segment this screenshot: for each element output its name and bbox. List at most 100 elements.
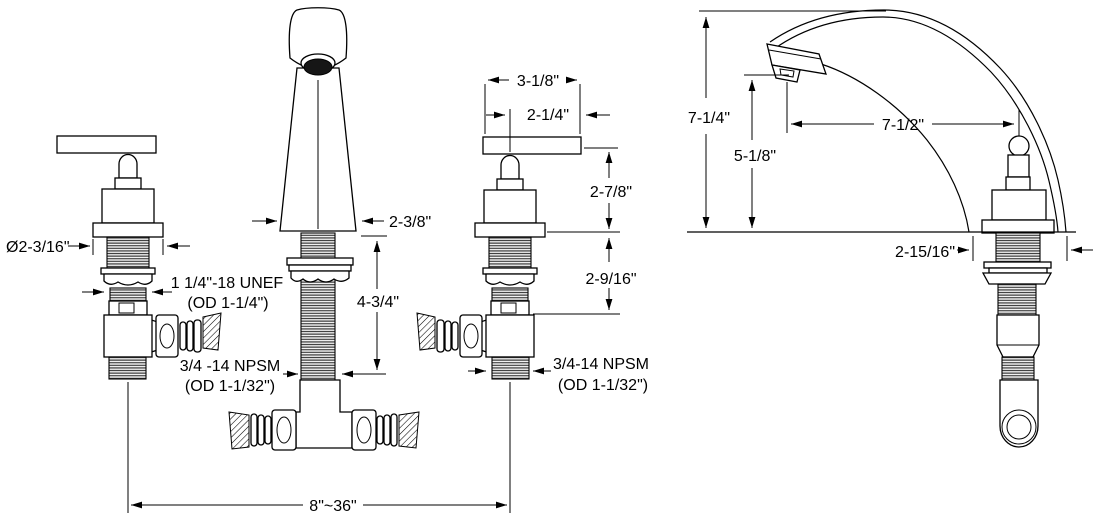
left-hose-coupling xyxy=(155,314,179,358)
front-view: Ø2-3/16" 1 1/4"-18 UNEF (OD 1-1/4") 2-3/… xyxy=(6,7,649,515)
left-hose-rib xyxy=(186,320,194,352)
spout-front-assembly xyxy=(228,7,420,451)
tee-right-break xyxy=(398,411,420,449)
right-hose-rib xyxy=(436,319,445,353)
right-handle-flare xyxy=(496,178,524,191)
side-outlet-thread xyxy=(1001,356,1035,381)
spout-tip-outlet xyxy=(779,68,795,78)
side-locknut xyxy=(981,272,1053,285)
dim-center-supply-thread: 3/4 -14 NPSM xyxy=(180,358,280,375)
side-shank-thread-lower xyxy=(997,283,1037,316)
dim-overall-height: 7-1/4" xyxy=(688,110,730,127)
side-washer xyxy=(983,261,1052,269)
left-handle-flange xyxy=(92,222,164,238)
side-shank-thread xyxy=(995,232,1041,263)
right-shank-thread-lower xyxy=(491,287,529,302)
dim-right-supply-thread-od: (OD 1-1/32") xyxy=(558,377,648,394)
left-locknut xyxy=(103,273,153,286)
dim-handle-width: 3-1/8" xyxy=(517,73,559,90)
left-valve-square-hole xyxy=(118,302,135,314)
spout-locknut xyxy=(290,270,350,283)
dim-handle-height: 2-7/8" xyxy=(590,184,632,201)
dim-shank-thread-od: (OD 1-1/4") xyxy=(187,295,268,312)
dim-centers-range: 8"~36" xyxy=(309,498,356,515)
left-hose-coupling-face xyxy=(159,323,175,349)
tee-left-break xyxy=(228,411,250,450)
tee-left-rib xyxy=(264,415,272,445)
dim-outlet-height: 5-1/8" xyxy=(734,148,776,165)
spout-washer-plate xyxy=(288,264,352,272)
elbow-port-inner xyxy=(1006,414,1032,440)
dim-reach: 7-1/2" xyxy=(882,117,924,134)
supply-tee xyxy=(295,379,353,449)
side-handle-flange xyxy=(981,219,1055,234)
dim-lever-length: 2-1/4" xyxy=(527,107,569,124)
right-valve-square-hole xyxy=(500,302,517,314)
right-locknut xyxy=(485,273,535,286)
dim-flange-diameter: Ø2-3/16" xyxy=(6,239,70,256)
spout-head-chamfer xyxy=(768,49,822,60)
spout-inner-curve xyxy=(820,63,970,233)
left-shank-thread xyxy=(106,236,150,269)
side-handle-flare xyxy=(1005,176,1031,191)
dim-shank-thread: 1 1/4"-18 UNEF xyxy=(171,275,284,292)
right-handle-flange xyxy=(474,222,546,238)
left-supply-thread xyxy=(108,356,147,380)
side-view-dimensions: 7-1/4" 5-1/8" 7-1/2" 2-15/16" xyxy=(688,10,1093,261)
dim-spout-shank-length: 4-3/4" xyxy=(357,294,399,311)
tee-right-rib xyxy=(390,413,398,447)
right-hose-break xyxy=(416,312,436,351)
dim-center-supply-thread-od: (OD 1-1/32") xyxy=(185,378,275,395)
tee-left-coupling xyxy=(271,409,297,451)
side-under-deck xyxy=(981,232,1053,448)
right-handle-bar xyxy=(482,136,582,155)
spout-shank-thread xyxy=(300,232,336,381)
right-supply-thread xyxy=(491,356,530,380)
left-valve-body xyxy=(103,314,153,358)
side-handle-bonnet xyxy=(991,189,1047,221)
right-hose-coupling-face xyxy=(463,323,479,349)
tee-left-rib xyxy=(257,414,265,446)
side-handle-knob xyxy=(1008,135,1030,157)
dim-spout-base-width: 2-3/8" xyxy=(389,214,431,231)
elbow-port-outer xyxy=(1001,409,1037,445)
tee-right-rib xyxy=(376,415,384,445)
tee-left-rib xyxy=(250,413,258,447)
side-supply-elbow xyxy=(999,379,1039,448)
right-hose-coupling xyxy=(459,314,483,358)
side-view: 7-1/4" 5-1/8" 7-1/2" 2-15/16" xyxy=(687,9,1093,448)
spout-side-tip xyxy=(771,64,801,83)
dim-shank-depth: 2-9/16" xyxy=(585,271,636,288)
right-hose-rib xyxy=(444,320,452,352)
left-handle-flare xyxy=(114,177,142,190)
right-handle-bonnet xyxy=(483,189,537,224)
dim-right-supply-thread: 3/4-14 NPSM xyxy=(553,356,649,373)
right-handle-assembly xyxy=(416,136,582,513)
left-hose-break xyxy=(202,312,222,351)
right-handle-dome xyxy=(500,154,520,180)
dim-base-depth: 2-15/16" xyxy=(895,244,955,261)
right-washer xyxy=(482,267,538,275)
right-hose-rib xyxy=(451,321,459,351)
spout-outer-curve-2 xyxy=(773,16,1059,233)
side-handle xyxy=(981,135,1055,234)
right-valve-body xyxy=(485,314,535,358)
left-hose-rib xyxy=(179,321,187,351)
side-washer-plate xyxy=(988,267,1048,274)
tee-right-coupling xyxy=(351,409,377,451)
front-view-dimensions: Ø2-3/16" 1 1/4"-18 UNEF (OD 1-1/4") 2-3/… xyxy=(6,73,649,515)
tee-right-rib xyxy=(383,414,391,446)
left-shank-thread-lower xyxy=(109,287,147,302)
spout-washer xyxy=(286,257,354,266)
spout-outer-curve xyxy=(769,9,1067,233)
side-coupling xyxy=(996,314,1040,358)
tee-left-coupling-face xyxy=(276,416,292,444)
aerator xyxy=(303,58,333,76)
left-handle-bar xyxy=(56,135,157,154)
right-shank-thread xyxy=(488,236,532,269)
side-spout xyxy=(766,9,1067,233)
tee-right-coupling-face xyxy=(356,416,372,444)
left-handle-bonnet xyxy=(101,188,155,224)
